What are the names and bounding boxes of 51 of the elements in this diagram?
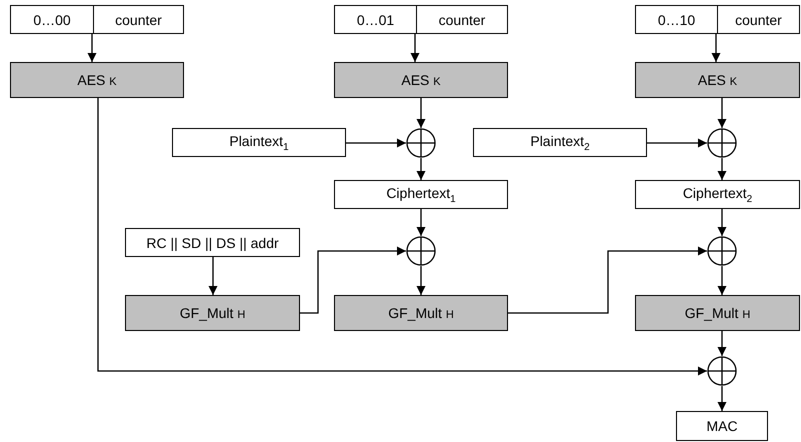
xor-circle — [406, 128, 436, 158]
data-box — [635, 5, 800, 34]
field-text: 0…00 — [11, 6, 94, 33]
arrow — [416, 158, 426, 180]
box-label: Plaintext$_{2}$ — [530, 132, 590, 152]
arrow — [416, 209, 426, 236]
xor-circle — [707, 356, 737, 386]
data-box — [473, 128, 647, 157]
field-text: 0…10 — [636, 6, 718, 33]
box-label: RC || SD || DS || addr — [146, 234, 279, 250]
data-box — [10, 5, 184, 34]
arrow — [300, 246, 406, 314]
arrow — [647, 138, 707, 148]
box-label: MAC — [706, 418, 738, 434]
arrow — [718, 209, 726, 236]
box-label: Plaintext$_{1}$ — [229, 132, 289, 152]
arrow — [346, 138, 406, 148]
xor-circle — [707, 236, 737, 266]
process-box — [635, 295, 800, 331]
box-label: Ciphertext$_{2}$ — [682, 184, 752, 204]
data-box — [676, 411, 768, 441]
process-box — [635, 62, 800, 98]
arrow — [416, 98, 426, 128]
process-box — [334, 295, 508, 331]
arrow — [718, 158, 726, 180]
arrow — [208, 257, 218, 295]
arrow — [416, 266, 426, 295]
process-box — [334, 62, 508, 98]
arrow — [718, 98, 726, 128]
data-box — [125, 228, 300, 257]
box-label: Ciphertext$_{1}$ — [386, 184, 456, 204]
arrow — [718, 331, 726, 356]
process-box — [125, 295, 300, 331]
field-text: counter — [734, 10, 783, 30]
arrow — [508, 246, 707, 314]
arrow — [712, 34, 720, 62]
data-box — [635, 180, 800, 209]
arrow — [88, 34, 96, 62]
arrow — [410, 34, 420, 62]
field-text: counter — [114, 10, 163, 30]
field-text: counter — [438, 10, 486, 30]
data-box — [334, 5, 508, 34]
process-box — [10, 62, 184, 98]
xor-circle — [406, 236, 436, 266]
arrow — [718, 266, 726, 295]
arrow — [97, 98, 707, 376]
xor-circle — [707, 128, 737, 158]
data-box — [334, 180, 508, 209]
field-text: 0…01 — [335, 6, 417, 33]
data-box — [172, 128, 346, 157]
arrow — [718, 386, 726, 411]
